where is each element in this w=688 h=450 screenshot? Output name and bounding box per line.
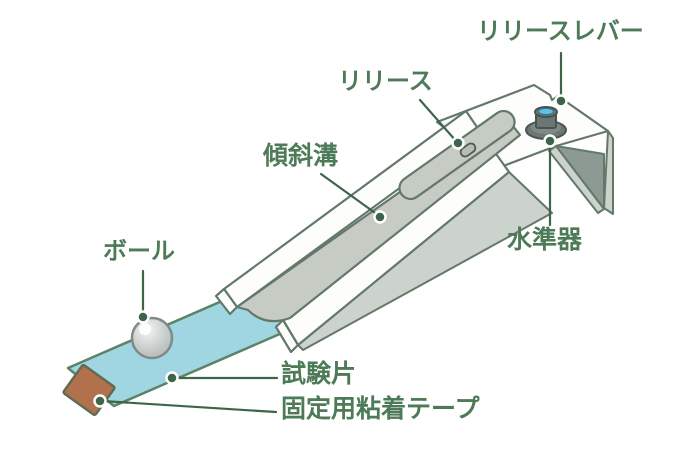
label-level: 水準器	[507, 226, 583, 254]
ramp-upper-rail-endcap	[214, 287, 239, 316]
marker-dot-fixing-tape	[93, 394, 107, 408]
ramp-lower-rail-endcap	[274, 318, 300, 354]
marker-dot-release	[451, 136, 465, 150]
leader-line-groove	[319, 172, 380, 217]
label-release: リリース	[338, 68, 433, 95]
marker-dot-ball	[136, 310, 150, 324]
leader-line-fixing-tape	[100, 399, 278, 414]
ball-shape	[130, 316, 174, 360]
label-ball: ボール	[103, 238, 175, 265]
label-inclined-groove: 傾斜溝	[263, 142, 339, 170]
level-knob	[525, 106, 567, 140]
label-fixing-tape: 固定用粘着テープ	[281, 395, 480, 423]
release-tab-shape	[398, 109, 516, 201]
marker-dot-test-piece	[165, 371, 179, 385]
bracket-right-edge	[603, 130, 614, 215]
level-bubble	[537, 107, 555, 116]
label-test-piece: 試験片	[281, 360, 357, 388]
ball-highlight	[139, 323, 151, 335]
release-slot	[459, 142, 477, 158]
marker-dot-groove	[373, 210, 387, 224]
marker-dot-level	[543, 134, 557, 148]
marker-dot-release-lever	[554, 94, 568, 108]
label-release-lever: リリースレバー	[477, 18, 644, 45]
bracket-front-band	[548, 145, 605, 214]
leader-line-release	[418, 98, 458, 143]
